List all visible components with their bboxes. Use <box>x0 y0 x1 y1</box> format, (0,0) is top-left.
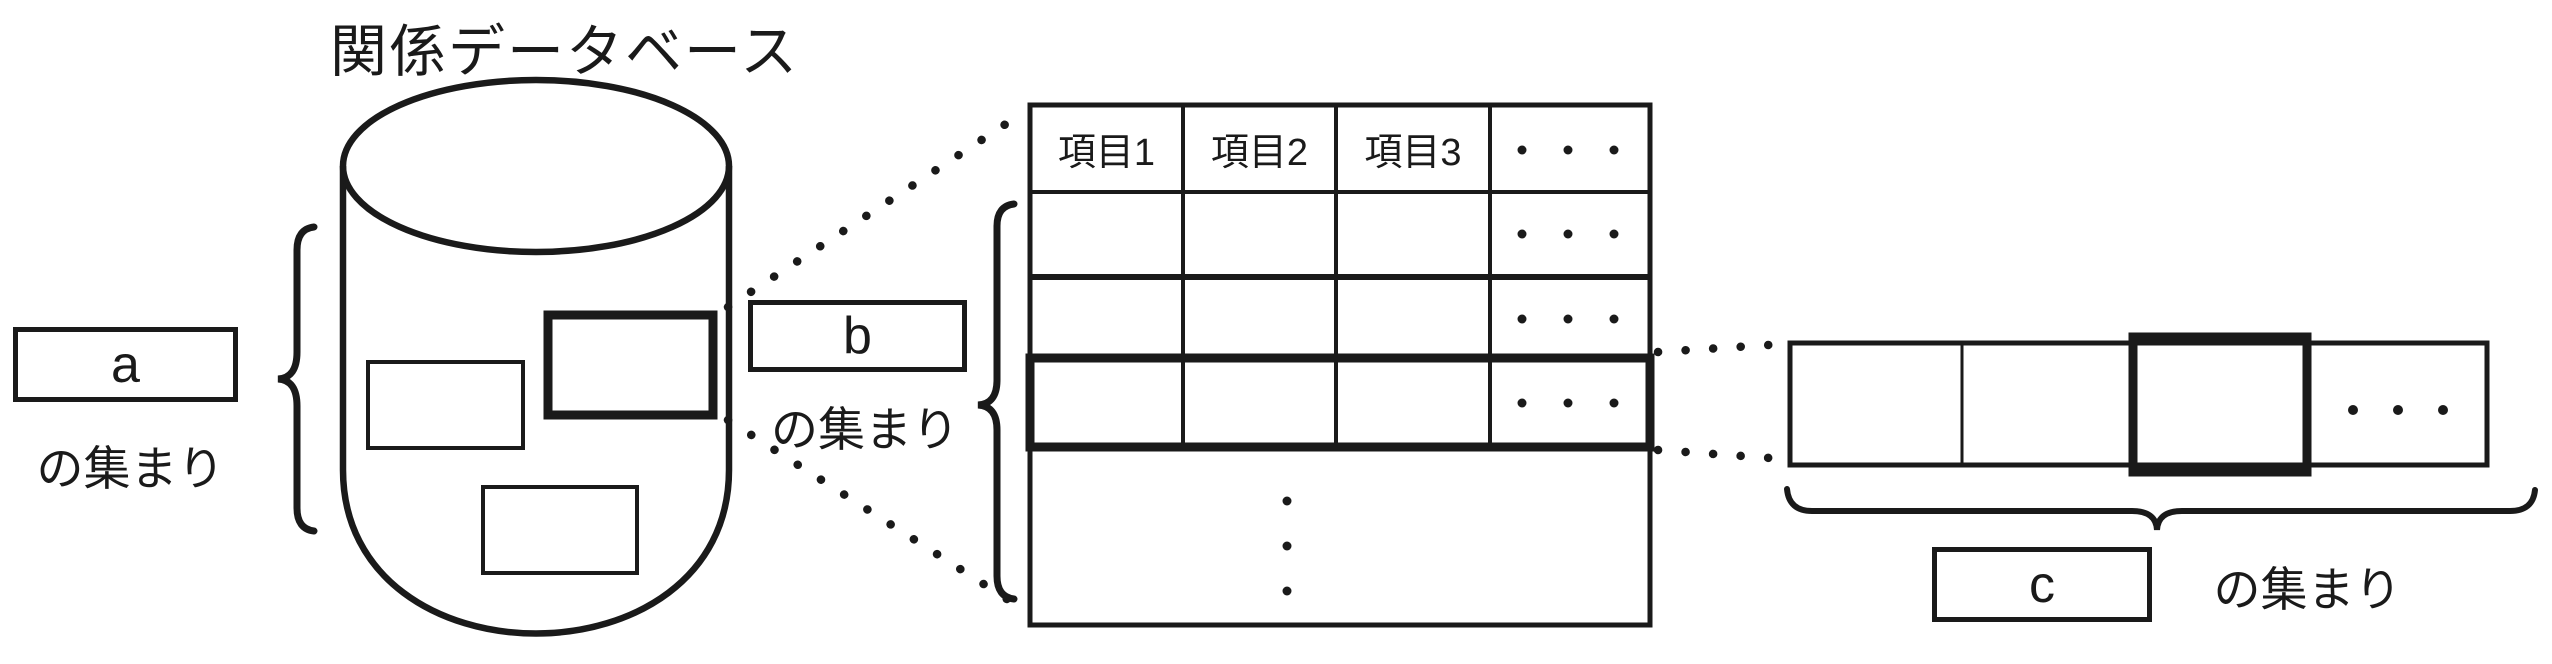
cylinder-body <box>339 166 733 637</box>
record-strip-ellipsis-dots <box>2348 405 2448 415</box>
highlighted-field-outline <box>2128 332 2312 477</box>
label-a-text: a <box>111 335 140 394</box>
label-c-text: c <box>2029 555 2055 614</box>
table-more-rows-ellipsis-dots <box>1282 496 1292 596</box>
table-column-ellipsis-dots <box>1517 145 1619 408</box>
highlighted-row-outline <box>1025 353 1655 452</box>
record-strip-outline <box>1787 340 2490 468</box>
record-strip <box>1787 332 2490 477</box>
explode-lines-cylinder-to-table <box>723 107 1029 615</box>
label-b-text: b <box>843 307 872 365</box>
label-box-c: c <box>1932 547 2152 622</box>
cylinder-top-ellipse <box>339 76 733 256</box>
label-box-b: b <box>748 300 967 372</box>
brace-b <box>977 200 1018 603</box>
caption-c: の集まり <box>2213 563 2402 616</box>
database-cylinder <box>339 76 733 637</box>
highlighted-table-icon-rect <box>543 310 718 420</box>
explode-line-bottom <box>723 415 1029 615</box>
brace-a <box>277 223 318 535</box>
brace-c <box>1784 486 2538 531</box>
explode-line-top <box>723 107 1029 312</box>
explode-lines-row-to-strip <box>1653 339 1789 464</box>
table-header-item2: 項目2 <box>1210 132 1309 174</box>
table-header-item1: 項目1 <box>1057 132 1156 174</box>
table-grid <box>1025 102 1655 628</box>
explode-line-strip-bottom <box>1653 445 1789 464</box>
explode-line-strip-top <box>1653 339 1789 357</box>
caption-b: の集まり <box>771 403 959 456</box>
table-icon-rect <box>481 485 639 575</box>
caption-a: の集まり <box>36 442 225 495</box>
diagram-title: 関係データベース <box>330 20 800 84</box>
label-box-a: a <box>13 327 238 402</box>
table-icon-rect <box>366 360 525 450</box>
table-header-item3: 項目3 <box>1364 132 1462 174</box>
